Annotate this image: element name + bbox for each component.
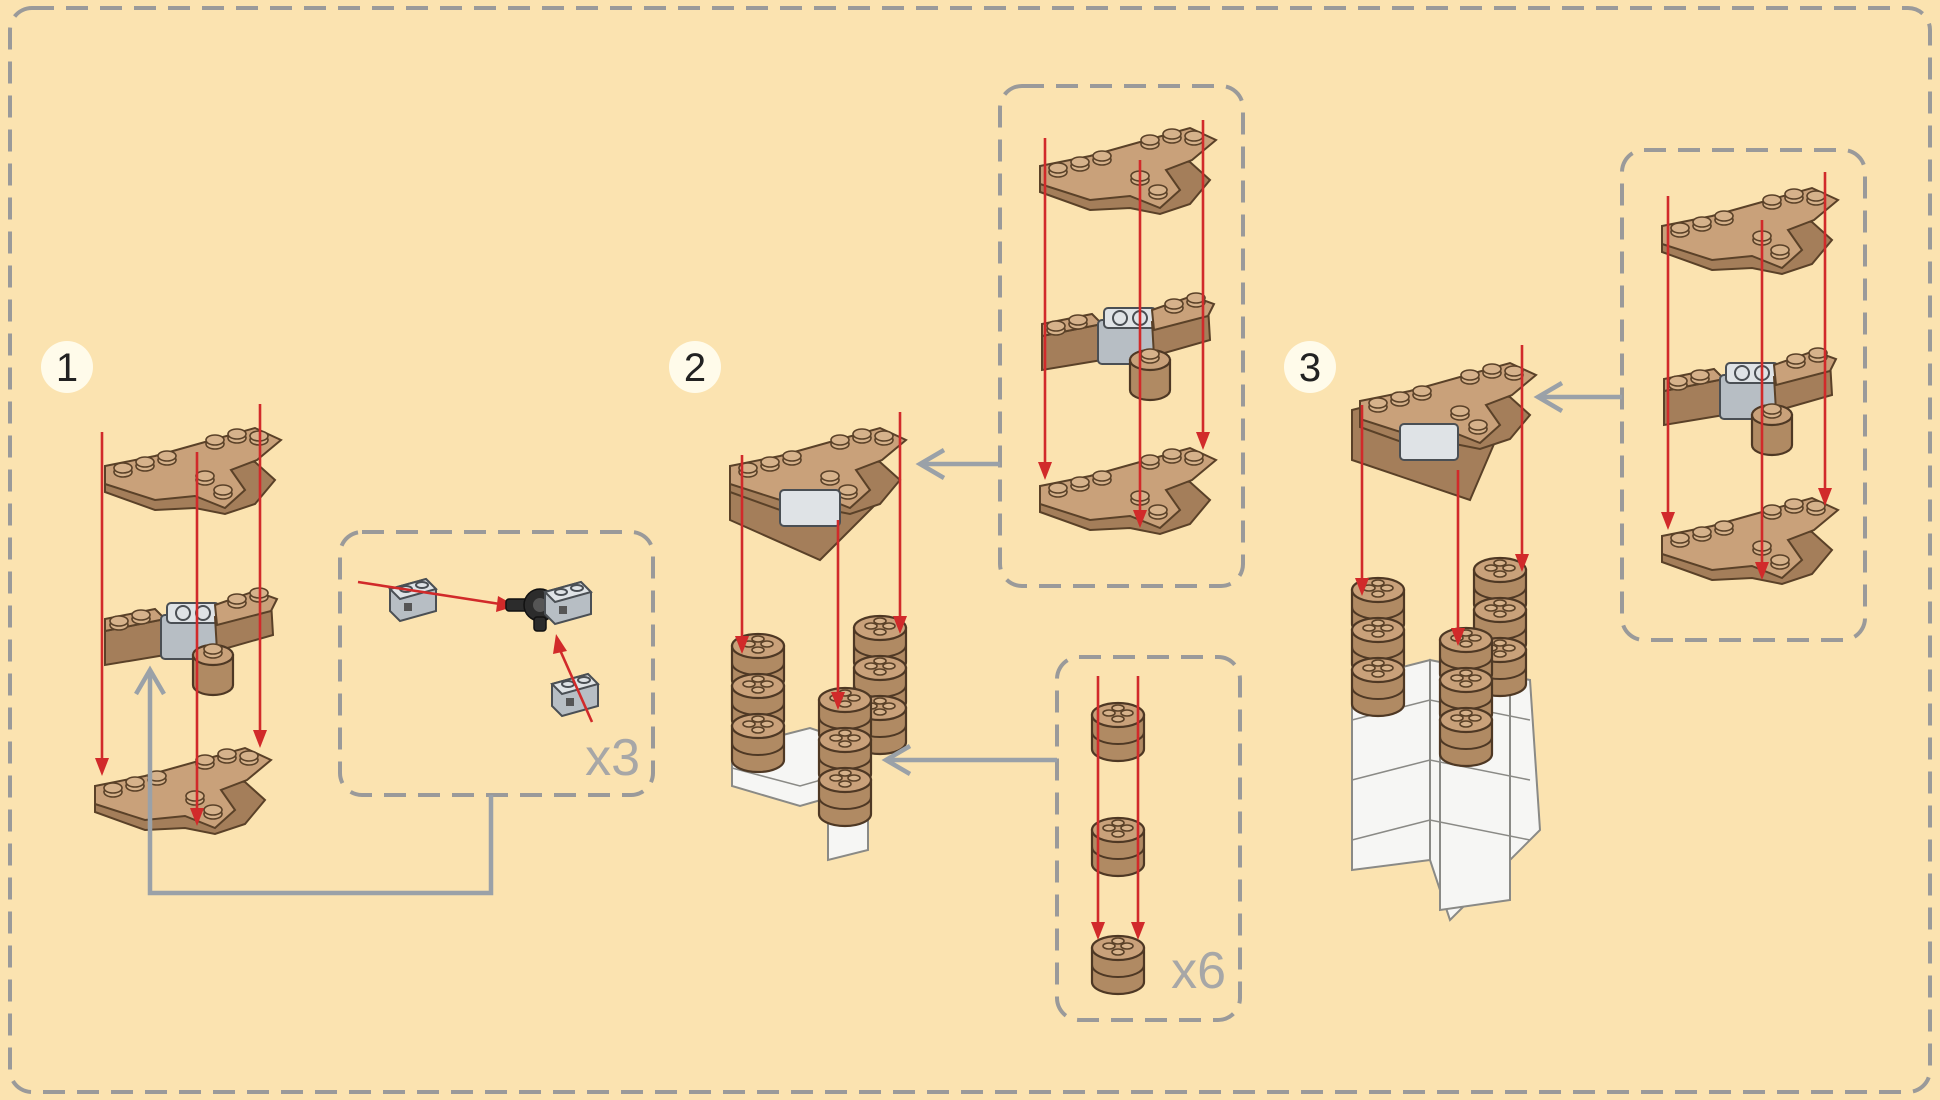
step-3-badge bbox=[1284, 341, 1336, 393]
step-2-badge bbox=[669, 341, 721, 393]
step-1-connector-arrows bbox=[95, 404, 267, 826]
step-3-top-layer bbox=[1351, 363, 1536, 502]
step-1-subassembly bbox=[357, 578, 599, 723]
round-brick-quantity: x6 bbox=[1171, 942, 1226, 1000]
step-1-badge bbox=[41, 341, 93, 393]
step-1-bottom-plate bbox=[95, 748, 271, 834]
step-1: 1 x3 bbox=[41, 341, 655, 896]
step-2-round-stack-center bbox=[817, 686, 873, 828]
step-3-round-stack-center bbox=[1438, 626, 1494, 768]
step-3: 3 bbox=[1284, 148, 1867, 922]
step-2-round-stack-left bbox=[730, 632, 786, 774]
step-3-number: 3 bbox=[1299, 346, 1321, 390]
step-3-white-base bbox=[1351, 658, 1542, 922]
step-1-middle-layer bbox=[105, 588, 277, 695]
step-1-subassembly-callout bbox=[338, 530, 655, 797]
page-border bbox=[8, 6, 1932, 1094]
step-1-top-plate bbox=[105, 428, 281, 514]
step-3-layer-callout-contents bbox=[1661, 172, 1838, 584]
step-2-layer-callout bbox=[998, 84, 1245, 588]
step-2: 2 bbox=[669, 84, 1245, 1022]
step-2-round-callout-contents bbox=[1090, 676, 1146, 996]
step-2-round-callout bbox=[1055, 655, 1242, 1022]
step-2-number: 2 bbox=[684, 346, 706, 390]
step-2-layer-callout-contents bbox=[1038, 120, 1216, 534]
subassembly-quantity: x3 bbox=[585, 729, 640, 787]
step-3-connector-arrows bbox=[1355, 345, 1529, 646]
step-3-round-stack-left bbox=[1350, 576, 1406, 718]
step-1-callout-arrow bbox=[147, 672, 494, 896]
step-2-connector-arrows bbox=[735, 412, 907, 710]
step-2-top-layer bbox=[729, 428, 906, 562]
step-1-number: 1 bbox=[56, 346, 78, 390]
